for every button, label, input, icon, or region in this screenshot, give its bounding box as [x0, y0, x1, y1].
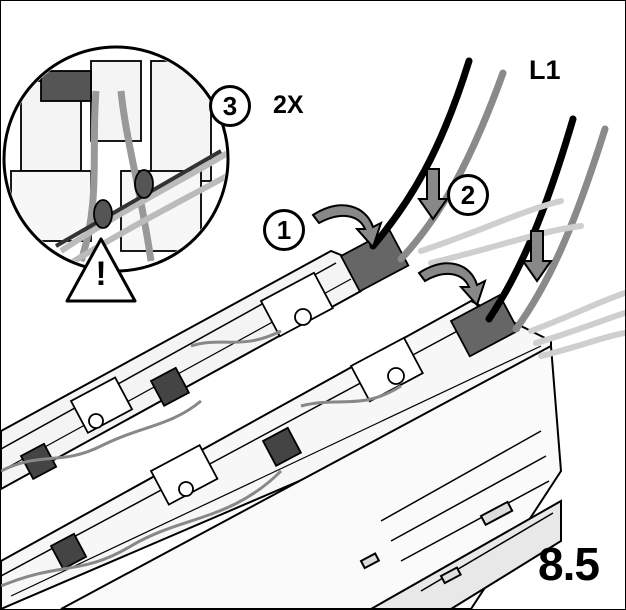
- clamp-blocks: [19, 228, 520, 571]
- arrow-down-1: [417, 168, 449, 221]
- detail-inset: [2, 45, 230, 273]
- step-3-marker: 3: [209, 85, 251, 127]
- phase-label: L1: [529, 55, 561, 85]
- step-1-marker: 1: [263, 209, 305, 251]
- warning-triangle-icon: [65, 237, 137, 303]
- arrow-down-2: [521, 230, 553, 283]
- cable-tie-1: [55, 149, 222, 248]
- insert-arrows: [311, 168, 553, 307]
- internal-wiring: [1, 329, 402, 588]
- wire-black-1: [369, 57, 473, 250]
- repeat-label: 2X: [273, 91, 304, 119]
- page-number: 8.5: [538, 538, 600, 590]
- fuse-contacts: [19, 228, 520, 571]
- base-housing: [60, 344, 563, 609]
- wire-grey-2: [512, 125, 609, 333]
- arrow-curve-1: [311, 204, 383, 249]
- warning-exclamation: !: [95, 255, 107, 293]
- step-2-marker: 2: [447, 174, 489, 216]
- arrow-curve-2: [417, 262, 487, 307]
